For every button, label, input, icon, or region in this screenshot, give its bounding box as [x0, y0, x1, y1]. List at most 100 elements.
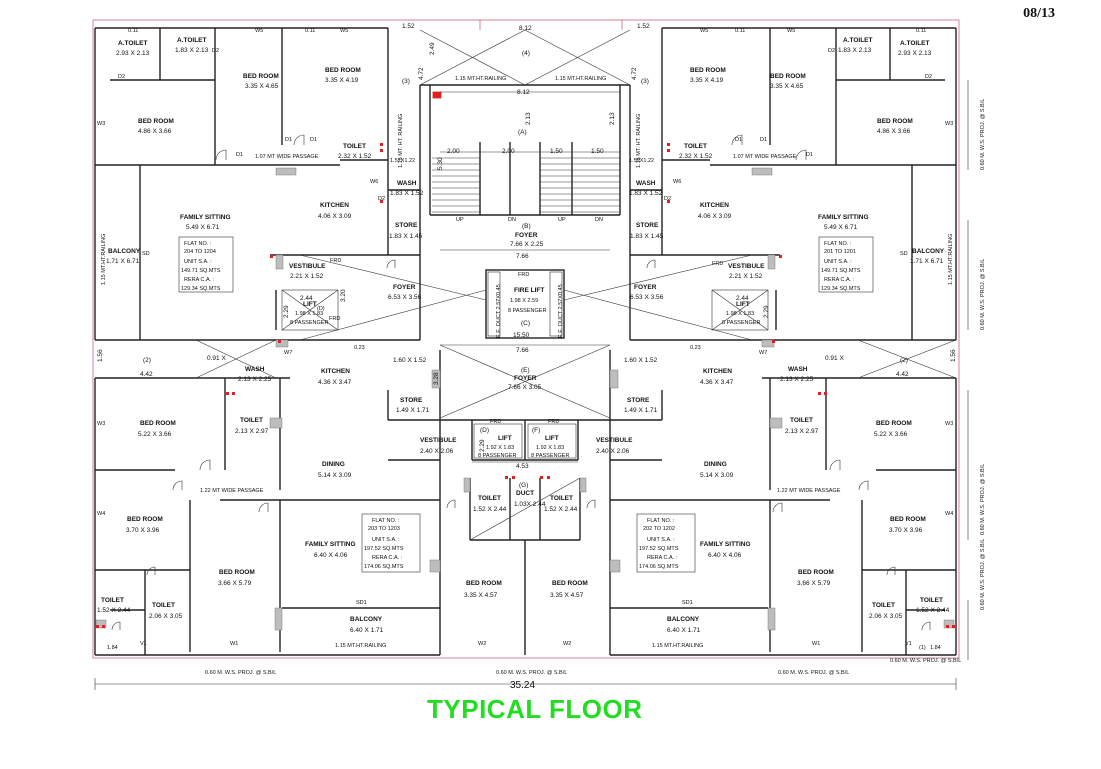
door-swing — [586, 499, 596, 509]
bl-dining-dim: 5.14 X 3.09 — [318, 472, 352, 479]
railing-top-right: 1.15 MT.HT.RAILING — [555, 76, 606, 82]
dim-156b: 1.56 — [950, 349, 957, 362]
dim-229a: 2.29 — [283, 305, 290, 318]
dim-023a: 0.23 — [354, 345, 365, 351]
frd-lift-l: FRD — [490, 419, 501, 425]
door-swing — [646, 259, 656, 269]
bl-family-dim: 6.40 X 4.06 — [314, 552, 348, 559]
dim-160b: 1.60 X 1.52 — [624, 357, 658, 364]
stair-up-2: UP — [558, 217, 566, 223]
br-flat-l3: UNIT S.A. : — [647, 537, 675, 543]
bl-flat-l6: 174.06 SQ.MTS — [364, 564, 404, 570]
br-balcony-dim: 6.40 X 1.71 — [667, 627, 701, 634]
c-fire-lift-dim: 1.98 X 2.59 — [510, 298, 538, 304]
door-swing — [829, 459, 841, 471]
br-bed3-name: BED ROOM — [798, 569, 834, 576]
code-d1-a: D1 — [285, 137, 292, 143]
code-w2-l: W2 — [478, 641, 486, 647]
drawing-title: TYPICAL FLOOR — [427, 694, 643, 724]
c-lift-r-dim: 1.92 X 1.83 — [536, 445, 564, 451]
code-d2-f: D2 — [664, 196, 671, 202]
door-swing — [921, 621, 931, 631]
dim-442b: 4.42 — [896, 371, 909, 378]
bl-family-name: FAMILY SITTING — [305, 541, 356, 548]
railing-bottom-left: 1.15 MT.HT.RAILING — [335, 643, 386, 649]
thick-011-b: 0.11 — [305, 28, 315, 34]
mark-d-core: (D) — [480, 427, 489, 434]
bl-bed2-dim: 3.70 X 3.96 — [126, 527, 160, 534]
br-bed2-name: BED ROOM — [890, 516, 926, 523]
c-foyer-mid-name: FOYER — [514, 375, 537, 382]
c-fire-lift-name: FIRE LIFT — [514, 287, 544, 294]
bl-store-name: STORE — [400, 397, 423, 404]
br-store-dim: 1.49 X 1.71 — [624, 407, 658, 414]
tl-family-dim: 5.49 X 6.71 — [186, 224, 220, 231]
tr-flat-l1: FLAT NO. : — [824, 241, 852, 247]
code-sd1-r: SD1 — [682, 600, 693, 606]
bl-toilet2-name: TOILET — [101, 597, 124, 604]
door-swings — [111, 134, 931, 631]
tl-wash-dim: 1.83 X 1.52 — [390, 190, 424, 197]
code-w7-r: W7 — [759, 350, 767, 356]
door-swing — [258, 502, 269, 513]
c-foyer-top-name: FOYER — [515, 232, 538, 239]
code-d1-b: D1 — [310, 137, 317, 143]
railing-dim-left: 1.52X1.22 — [390, 158, 415, 164]
thick-011-c: 0.11 — [735, 28, 745, 34]
columns — [95, 167, 955, 631]
tl-flat-l6: 129.34 SQ.MTS — [181, 286, 221, 292]
tl-bed1-dim: 3.35 X 4.65 — [245, 83, 279, 90]
dim-top-span: 8.12 — [519, 25, 532, 32]
bl-toilet3-name: TOILET — [152, 602, 175, 609]
dim-152a: 1.52 — [402, 23, 415, 30]
code-w4-r: W4 — [945, 511, 953, 517]
tl-passage: 1.07 MT WIDE PASSAGE — [255, 154, 319, 160]
tr-toilet-name: TOILET — [684, 143, 707, 150]
c-toilet-r-dim: 1.52 X 2.44 — [544, 506, 578, 513]
code-w1-l: W1 — [230, 641, 238, 647]
code-v1-r: V1 — [905, 641, 912, 647]
tr-lift-dim: 1.98 X 1.83 — [726, 311, 754, 317]
dim-244b: 2.44 — [736, 295, 749, 302]
ee-duct-right: E.E. DUCT 2.57X0.45 — [558, 284, 564, 338]
stair-dn-1: DN — [508, 217, 516, 223]
door-swing — [886, 566, 896, 576]
tr-family-dim: 5.49 X 6.71 — [824, 224, 858, 231]
tl-store-name: STORE — [395, 222, 418, 229]
c-toilet-r-name: TOILET — [550, 495, 573, 502]
tl-wash-name: WASH — [397, 180, 417, 187]
door-swing — [772, 502, 783, 513]
mark-1: (1) — [919, 645, 926, 651]
tl-flat-l2: 204 TO 1204 — [184, 249, 216, 255]
tr-foyer-dim: 6.53 X 3.56 — [630, 294, 664, 301]
code-w2-r: W2 — [563, 641, 571, 647]
code-w3-br: W3 — [945, 421, 953, 427]
door-swing — [446, 499, 456, 509]
code-sd-r: SD — [900, 251, 908, 257]
bl-vest-name: VESTIBULE — [420, 437, 457, 444]
mark-4: (4) — [522, 50, 530, 57]
staircase — [432, 157, 620, 213]
door-swing — [293, 134, 305, 146]
tl-kitchen-name: KITCHEN — [320, 202, 349, 209]
bl-balcony-dim: 6.40 X 1.71 — [350, 627, 384, 634]
dimension-lines — [94, 80, 969, 690]
walls — [94, 27, 957, 656]
tl-bed2-name: BED ROOM — [325, 67, 361, 74]
tr-flat-l4: 149.71 SQ.MTS — [821, 268, 861, 274]
ee-duct-left: E.E. DUCT 2.57X0.45 — [496, 284, 502, 338]
door-swing — [172, 480, 183, 491]
br-bed2-dim: 3.70 X 3.96 — [889, 527, 923, 534]
mark-a: (A) — [518, 129, 527, 136]
c-bed-r-name: BED ROOM — [552, 580, 588, 587]
tr-flat-l2: 201 TO 1201 — [824, 249, 856, 255]
railing-top-left: 1.15 MT.HT.RAILING — [455, 76, 506, 82]
code-w5-d: W5 — [787, 28, 795, 34]
tr-balcony-name: BALCONY — [912, 248, 945, 255]
railing-mid-right: 1.15 MT. HT. RAILING — [636, 114, 642, 168]
tr-wash-dim: 1.83 X 1.52 — [629, 190, 663, 197]
ws-proj-r4: 0.60 M. W.S. PROJ. @ S.B/L — [980, 539, 986, 610]
br-wash-name: WASH — [788, 366, 808, 373]
tl-atoilet-name: A.TOILET — [118, 40, 148, 47]
code-w6-l: W6 — [370, 179, 378, 185]
